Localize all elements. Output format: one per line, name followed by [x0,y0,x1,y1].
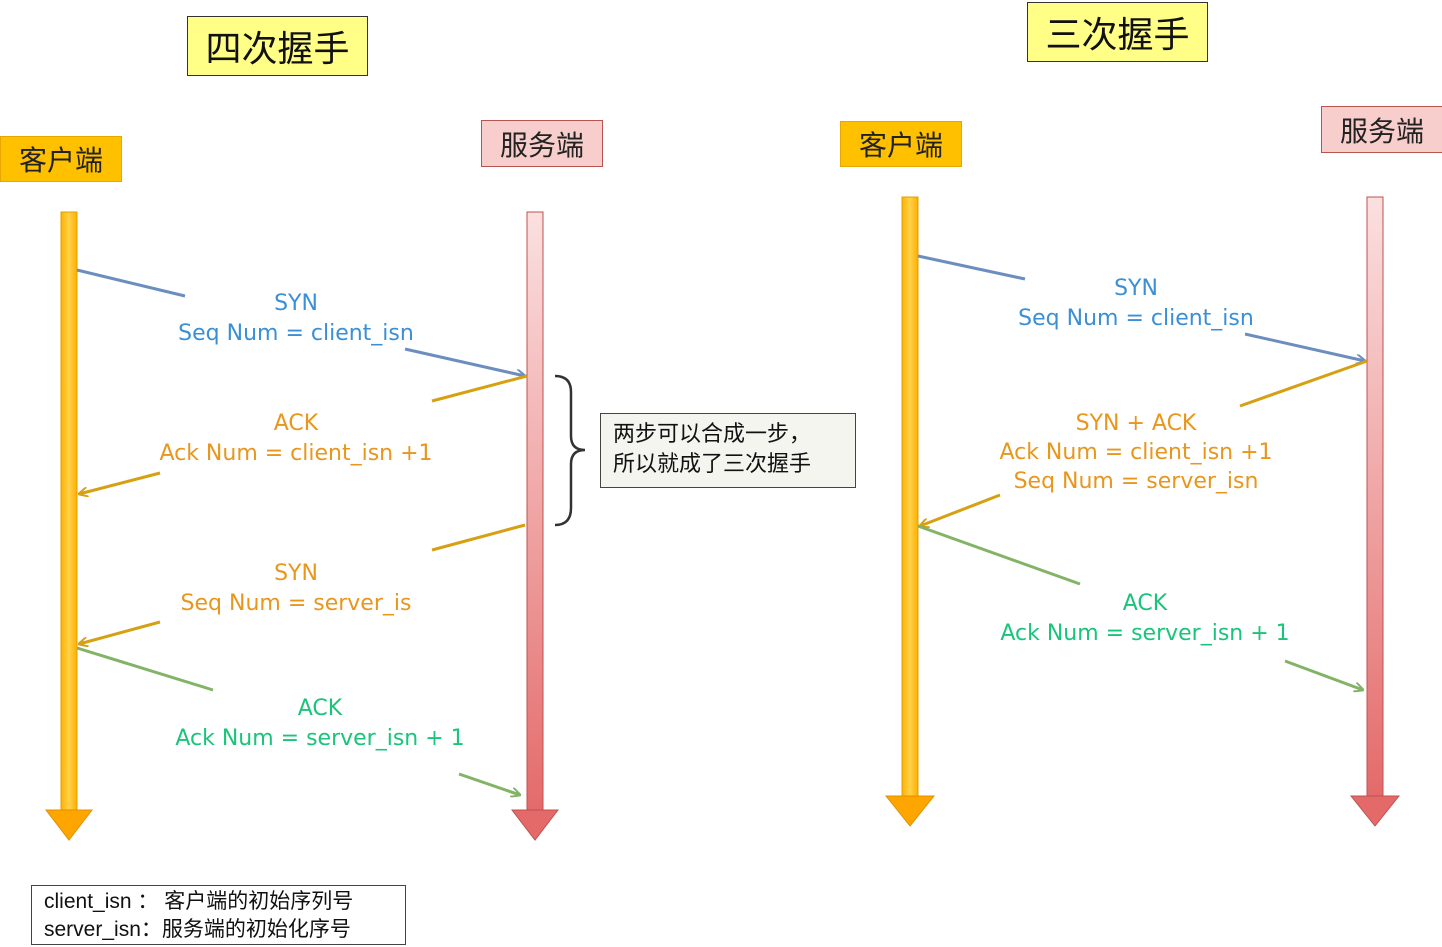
right-msg1-syn-arrow [917,254,1365,361]
right-msg2-line1: SYN + ACK [1075,411,1197,436]
legend-line1: client_isn ： 客户端的初始序列号 [44,890,354,913]
right-msg2-synack-arrow [920,359,1368,526]
right-server-timeline [1349,196,1401,827]
left-msg3-syn-arrow [79,523,526,644]
right-msg1-line2: Seq Num = client_isn [1018,306,1254,331]
legend-box: client_isn ： 客户端的初始序列号 server_isn：服务端的初始… [31,885,406,945]
left-msg2-ack-arrow [79,374,528,494]
right-msg1-label: SYN Seq Num = client_isn [986,274,1286,334]
merge-note: 两步可以合成一步， 所以就成了三次握手 [600,413,856,488]
left-title: 四次握手 [187,16,368,76]
left-msg3-label: SYN Seq Num = server_is [146,559,446,619]
left-msg3-line1: SYN [274,561,318,586]
left-msg4-label: ACK Ack Num = server_isn + 1 [170,694,470,754]
left-msg4-line2: Ack Num = server_isn + 1 [175,726,465,751]
left-client-timeline [44,211,94,841]
left-msg2-line1: ACK [273,411,319,436]
right-msg3-label: ACK Ack Num = server_isn + 1 [995,589,1295,649]
left-msg2-label: ACK Ack Num = client_isn +1 [146,409,446,469]
left-msg1-label: SYN Seq Num = client_isn [146,289,446,349]
right-server-label: 服务端 [1321,106,1442,153]
left-server-timeline [510,211,560,841]
right-title: 三次握手 [1027,2,1208,62]
right-msg3-line2: Ack Num = server_isn + 1 [1000,621,1290,646]
merge-note-line1: 两步可以合成一步， [613,422,812,447]
right-msg2-line2: Ack Num = client_isn +1 [999,440,1273,465]
left-msg1-line1: SYN [274,291,318,316]
left-server-label: 服务端 [481,120,603,167]
right-msg3-ack-arrow [917,524,1363,690]
legend-line2: server_isn：服务端的初始化序号 [44,918,351,941]
right-msg2-label: SYN + ACK Ack Num = client_isn +1 Seq Nu… [986,409,1286,496]
right-client-label: 客户端 [840,121,962,167]
left-msg2-line2: Ack Num = client_isn +1 [159,441,433,466]
right-msg2-line3: Seq Num = server_isn [1013,469,1259,494]
curly-brace [554,374,586,527]
right-client-timeline [884,196,936,827]
left-msg4-line1: ACK [297,696,343,721]
right-msg3-line1: ACK [1122,591,1168,616]
left-client-label: 客户端 [0,136,122,182]
left-msg4-ack-arrow [76,646,520,795]
left-msg1-syn-arrow [76,268,525,376]
left-msg1-line2: Seq Num = client_isn [178,321,414,346]
right-msg1-line1: SYN [1114,276,1158,301]
merge-note-line2: 所以就成了三次握手 [613,452,812,477]
left-msg3-line2: Seq Num = server_is [180,591,412,616]
